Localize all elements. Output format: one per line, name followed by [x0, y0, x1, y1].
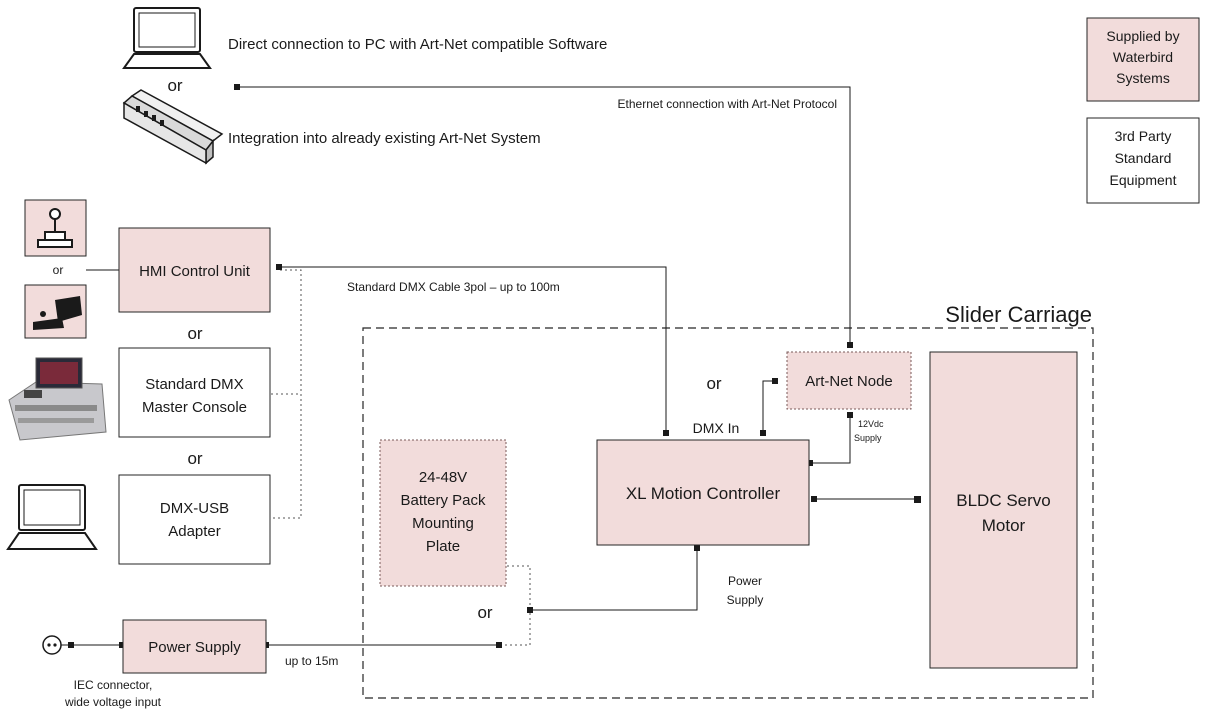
console-box-line-2: Master Console	[142, 399, 247, 416]
iec-label-line-2: wide voltage input	[64, 695, 162, 709]
motor-box-line-1: BLDC Servo	[956, 491, 1050, 510]
power-supply-label-line-1: Power	[728, 574, 762, 588]
connection-lines	[60, 86, 918, 646]
dmx-usb-box-line-1: DMX-USB	[160, 500, 229, 517]
foot-pedal-icon	[24, 284, 87, 339]
or-top-label: or	[167, 76, 182, 95]
battery-box-line-1: 24-48V	[419, 469, 467, 486]
dmx-console-box	[118, 347, 271, 438]
motor-box-line-2: Motor	[982, 516, 1026, 535]
slider-carriage-label: Slider Carriage	[945, 302, 1092, 327]
dotted-connectors	[271, 269, 531, 646]
laptop-icon	[122, 7, 212, 69]
battery-box-line-4: Plate	[426, 538, 460, 555]
slider-carriage-frame	[362, 327, 1094, 699]
integration-label: Integration into already existing Art-Ne…	[228, 130, 541, 147]
legend-standard-line-2: Standard	[1115, 150, 1172, 166]
supply-12v-line-2: Supply	[854, 433, 882, 443]
network-switch-icon	[122, 89, 224, 165]
dmx-usb-adapter-box	[118, 474, 271, 565]
direct-pc-label: Direct connection to PC with Art-Net com…	[228, 36, 607, 53]
legend-standard-line-3: Equipment	[1110, 172, 1177, 188]
joystick-icon	[24, 199, 87, 257]
or-console-label: or	[187, 449, 202, 468]
dmx-usb-box-line-2: Adapter	[168, 523, 221, 540]
power-socket-icon	[42, 635, 62, 655]
art-net-node-box	[786, 351, 912, 410]
battery-pack-box	[379, 439, 507, 587]
legend-standard-line-1: 3rd Party	[1115, 128, 1172, 144]
laptop-icon	[6, 484, 98, 550]
supply-12v-line-1: 12Vdc	[858, 419, 884, 429]
iec-label-line-1: IEC connector,	[74, 678, 153, 692]
power-supply-box	[122, 619, 267, 674]
ethernet-label: Ethernet connection with Art-Net Protoco…	[618, 97, 837, 111]
or-hmi-label: or	[187, 324, 202, 343]
or-artnet-label: or	[706, 374, 721, 393]
power-supply-label-line-2: Supply	[727, 593, 764, 607]
legend-supplied-line-2: Waterbird	[1113, 49, 1173, 65]
up-to-15m-label: up to 15m	[285, 654, 338, 668]
power-supply-box-line-1: Power Supply	[148, 639, 241, 656]
or-power-label: or	[477, 603, 492, 622]
controller-box-line-1: XL Motion Controller	[626, 484, 781, 503]
connection-points	[68, 84, 921, 648]
hmi-box-line-1: HMI Control Unit	[139, 263, 251, 280]
battery-box-line-3: Mounting	[412, 515, 474, 532]
bldc-servo-motor-box	[929, 351, 1078, 669]
legend-supplied-line-1: Supplied by	[1106, 28, 1179, 44]
xl-motion-controller-box	[596, 439, 810, 546]
or-joystick-label: or	[53, 263, 64, 277]
legend-standard-box	[1086, 117, 1200, 204]
legend-supplied-line-3: Systems	[1116, 70, 1170, 86]
console-box-line-1: Standard DMX	[145, 376, 243, 393]
lighting-console-icon	[8, 357, 107, 441]
dmx-in-label: DMX In	[693, 420, 740, 436]
artnet-box-line-1: Art-Net Node	[805, 373, 893, 390]
dmx-cable-label: Standard DMX Cable 3pol – up to 100m	[347, 280, 560, 294]
hmi-control-unit-box	[118, 227, 271, 313]
legend-supplied-box	[1086, 17, 1200, 102]
battery-box-line-2: Battery Pack	[400, 492, 486, 509]
